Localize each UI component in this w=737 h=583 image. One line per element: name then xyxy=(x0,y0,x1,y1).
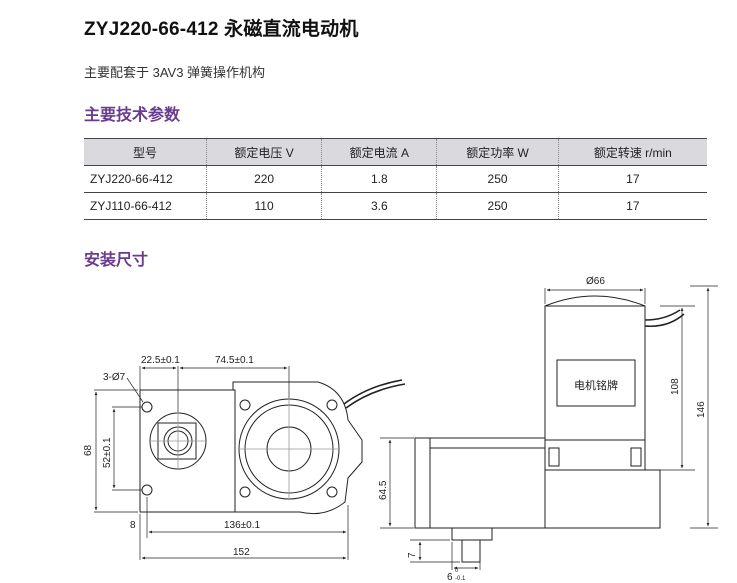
label-hole: 3-Ø7 xyxy=(103,372,126,383)
label-dim-22-5: 22.5±0.1 xyxy=(141,355,180,366)
label-dim-74-5: 74.5±0.1 xyxy=(215,355,254,366)
table-row: ZYJ220-66-412 220 1.8 250 17 xyxy=(84,165,707,193)
label-dim-8: 8 xyxy=(130,520,136,531)
section-heading-dimensions: 安装尺寸 xyxy=(84,252,149,269)
col-header-speed: 额定转速 r/min xyxy=(557,138,707,166)
label-dim-146: 146 xyxy=(696,401,707,418)
gearbox-side xyxy=(429,437,546,529)
section-heading-specs: 主要技术参数 xyxy=(84,107,181,124)
label-dim-68: 68 xyxy=(83,444,94,456)
label-dim-108: 108 xyxy=(670,378,681,395)
cell-power: 250 xyxy=(436,165,559,193)
mount-hole xyxy=(326,486,338,498)
gearbox-body xyxy=(139,389,236,513)
col-header-power: 额定功率 W xyxy=(436,138,559,166)
col-header-model: 型号 xyxy=(84,138,207,166)
power-cable xyxy=(345,383,406,409)
front-view xyxy=(94,366,406,560)
label-diameter: Ø66 xyxy=(586,276,605,287)
cell-speed: 17 xyxy=(557,192,707,220)
label-dim-64-5: 64.5 xyxy=(378,480,389,500)
col-header-current: 额定电流 A xyxy=(321,138,437,166)
side-view-labels: Ø66 电机铭牌 108 146 64.5 7 6 0 -0.1 xyxy=(378,276,707,583)
cell-power: 250 xyxy=(436,192,559,220)
label-dim-152: 152 xyxy=(233,547,250,558)
shaft xyxy=(451,527,493,541)
label-dim-52: 52±0.1 xyxy=(102,437,113,468)
label-tol-lower: -0.1 xyxy=(455,576,466,582)
cell-voltage: 220 xyxy=(205,165,322,193)
page-title: ZYJ220-66-412 永磁直流电动机 xyxy=(84,19,359,40)
nameplate xyxy=(556,359,636,407)
nameplate-text: 电机铭牌 xyxy=(574,378,618,392)
mount-hole xyxy=(141,484,153,496)
label-dim-7: 7 xyxy=(407,552,418,558)
mount-hole xyxy=(326,399,338,411)
side-view xyxy=(380,285,718,570)
spec-table: 型号 额定电压 V 额定电流 A 额定功率 W 额定转速 r/min ZYJ22… xyxy=(84,138,707,220)
cell-model: ZYJ220-66-412 xyxy=(84,165,207,193)
label-tol-upper: 0 xyxy=(455,568,459,574)
motor-cap xyxy=(544,295,646,307)
label-dim-6: 6 xyxy=(447,572,453,583)
mount-hole xyxy=(239,399,251,411)
cell-current: 3.6 xyxy=(321,192,437,220)
page-subtitle: 主要配套于 3AV3 弹簧操作机构 xyxy=(84,65,266,80)
label-dim-136: 136±0.1 xyxy=(224,520,261,531)
front-view-labels: 3-Ø7 22.5±0.1 74.5±0.1 68 52±0.1 8 136±0… xyxy=(83,355,261,558)
cell-model: ZYJ110-66-412 xyxy=(84,192,207,220)
cell-current: 1.8 xyxy=(321,165,437,193)
cell-voltage: 110 xyxy=(205,192,322,220)
mount-hole xyxy=(239,486,251,498)
col-header-voltage: 额定电压 V xyxy=(205,138,322,166)
gearbox-outline xyxy=(139,381,363,515)
cell-speed: 17 xyxy=(557,165,707,193)
table-row: ZYJ110-66-412 110 3.6 250 17 xyxy=(84,192,707,220)
table-header-row: 型号 额定电压 V 额定电流 A 额定功率 W 额定转速 r/min xyxy=(84,138,707,166)
mount-hole xyxy=(141,401,153,413)
